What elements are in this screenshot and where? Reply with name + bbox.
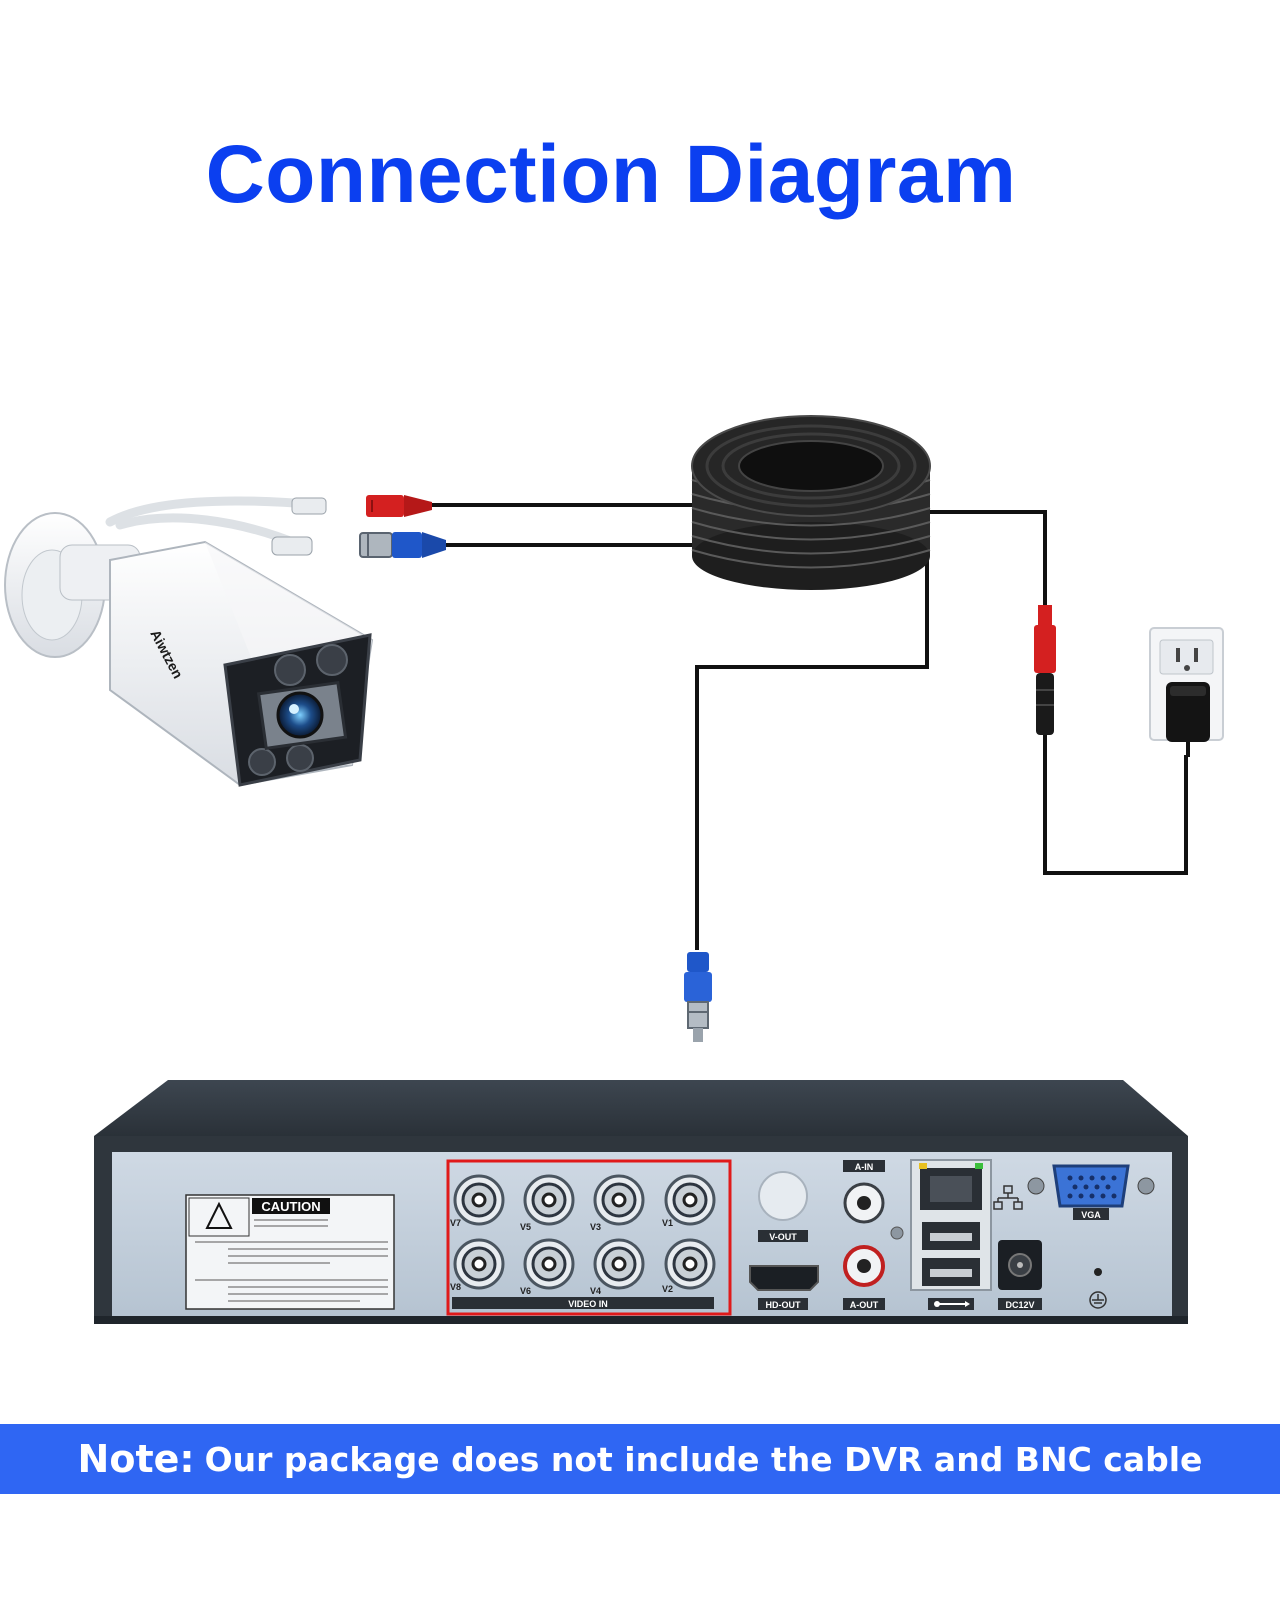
usb-icon [928, 1298, 974, 1310]
bnc-port-v6 [523, 1238, 575, 1290]
power-adapter-icon [1166, 682, 1210, 757]
a-out-port: A-OUT [843, 1245, 885, 1310]
power-plug-red [1034, 605, 1056, 735]
dvr-icon: CAUTION V [94, 1080, 1188, 1324]
port-label-v5: V5 [520, 1222, 531, 1232]
bnc-plug-blue [684, 952, 712, 1042]
caution-text: CAUTION [261, 1199, 320, 1214]
video-connector-blue [359, 532, 446, 558]
bnc-port-v3 [593, 1174, 645, 1226]
cable-lines [432, 503, 1188, 950]
power-connector-red [366, 495, 432, 517]
port-label-v6: V6 [520, 1286, 531, 1296]
port-label-v4: V4 [590, 1286, 601, 1296]
port-label-v1: V1 [662, 1218, 673, 1228]
vga-label: VGA [1081, 1210, 1101, 1220]
hd-out-port: HD-OUT [749, 1265, 819, 1310]
lan-symbol-icon [993, 1185, 1023, 1210]
bnc-port-v4 [593, 1238, 645, 1290]
bnc-port-v5 [523, 1174, 575, 1226]
video-in-label: VIDEO IN [568, 1299, 608, 1309]
port-label-v7: V7 [450, 1218, 461, 1228]
usb-ports [922, 1222, 980, 1286]
v-out-port: V-OUT [758, 1171, 808, 1242]
note-label: Note: [77, 1437, 195, 1481]
bnc-port-v1 [664, 1174, 716, 1226]
diagram-title: Connection Diagram [205, 129, 1017, 220]
port-label-v8: V8 [450, 1282, 461, 1292]
video-in-highlight-box [446, 1159, 732, 1316]
hd-out-label: HD-OUT [766, 1300, 801, 1310]
cable-coil-icon [691, 415, 931, 590]
caution-label: CAUTION [185, 1194, 395, 1310]
bnc-port-v7 [453, 1174, 505, 1226]
bnc-port-v2 [664, 1238, 716, 1290]
port-label-v3: V3 [590, 1222, 601, 1232]
camera-icon: Aiwtzen [4, 496, 374, 787]
note-bar: Note: Our package does not include the D… [0, 1424, 1280, 1494]
a-in-port: A-IN [843, 1160, 885, 1224]
a-out-label: A-OUT [850, 1300, 879, 1310]
dc12v-label: DC12V [1005, 1300, 1034, 1310]
note-text: Our package does not include the DVR and… [204, 1439, 1203, 1479]
v-out-label: V-OUT [769, 1232, 797, 1242]
bnc-port-v8 [453, 1238, 505, 1290]
vga-port: VGA [1027, 1164, 1155, 1220]
ground-icon [1089, 1268, 1107, 1309]
a-in-label: A-IN [855, 1162, 874, 1172]
dc12v-port: DC12V [998, 1240, 1042, 1310]
video-in-ports: V7 V5 V3 V1 V8 V6 V4 V2 VIDEO IN [450, 1174, 716, 1309]
port-label-v2: V2 [662, 1284, 673, 1294]
